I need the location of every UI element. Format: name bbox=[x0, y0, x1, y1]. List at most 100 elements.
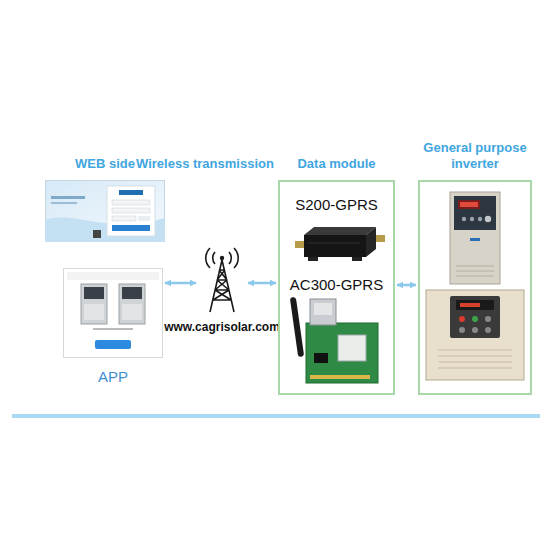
tower-node: www.cagrisolar.com bbox=[198, 246, 246, 334]
drawing-part bbox=[470, 238, 480, 241]
drawing-part bbox=[459, 316, 465, 322]
drawing-part bbox=[462, 217, 466, 221]
inverter-box: General purpose inverter bbox=[418, 140, 532, 395]
drawing-part bbox=[460, 303, 480, 307]
drawing-part bbox=[310, 299, 336, 325]
drawing-part bbox=[64, 269, 163, 358]
double-arrow bbox=[248, 282, 276, 285]
bottom-rule bbox=[12, 414, 540, 418]
drawing-part bbox=[290, 297, 304, 357]
double-arrow bbox=[397, 284, 416, 287]
app-label: APP bbox=[63, 368, 163, 386]
drawing-part bbox=[51, 202, 77, 204]
drawing-part bbox=[308, 257, 318, 261]
drawing-part bbox=[485, 216, 491, 222]
drawing-part bbox=[304, 235, 366, 257]
drawing-part bbox=[119, 284, 145, 324]
drawing-part bbox=[112, 208, 150, 213]
inverter-drawing bbox=[420, 288, 530, 384]
drawing-part bbox=[112, 216, 136, 221]
drawing-part bbox=[119, 190, 143, 195]
gprs-board-device bbox=[280, 293, 393, 388]
double-arrow bbox=[165, 282, 196, 285]
drawing-part bbox=[310, 375, 370, 379]
drawing-part bbox=[456, 300, 494, 310]
drawing-part bbox=[460, 202, 478, 207]
drawing-part bbox=[456, 266, 494, 276]
drawing-part bbox=[93, 328, 133, 330]
drawing-part bbox=[456, 266, 494, 267]
drawing-part bbox=[438, 350, 512, 368]
drawing-part bbox=[295, 241, 304, 248]
drawing-part bbox=[51, 196, 85, 199]
drawing-part bbox=[112, 225, 150, 231]
radio-tower bbox=[198, 246, 246, 314]
drawing-part bbox=[478, 217, 482, 221]
gprs-box-device bbox=[280, 213, 393, 268]
drawing-part bbox=[456, 276, 494, 277]
drawing-part bbox=[438, 361, 512, 362]
illustration bbox=[45, 180, 165, 242]
inverter-drawing bbox=[420, 188, 530, 288]
drawing-part bbox=[306, 323, 378, 383]
drawing-part bbox=[112, 200, 150, 205]
drawing-part bbox=[438, 367, 512, 368]
drawing-part bbox=[95, 340, 131, 349]
illustration bbox=[280, 213, 393, 268]
illustration bbox=[280, 293, 393, 388]
drawing-part bbox=[308, 243, 360, 244]
url-row: www.cagrisolar.com bbox=[198, 320, 246, 334]
drawing-part bbox=[122, 304, 142, 320]
column-heading: General purpose inverter bbox=[410, 140, 540, 172]
module-frame: S200-GPRS AC300-GPRS bbox=[278, 180, 395, 395]
inverter-frame bbox=[418, 180, 532, 395]
drawing-part bbox=[438, 349, 512, 350]
drawing-part bbox=[46, 181, 165, 242]
drawing-part bbox=[67, 272, 159, 280]
drawing-part bbox=[84, 287, 104, 299]
drawing-part bbox=[314, 303, 332, 315]
drawing-part bbox=[81, 284, 107, 324]
drawing-part bbox=[138, 216, 150, 221]
drawing-part bbox=[472, 327, 478, 333]
drawing-part bbox=[122, 287, 142, 299]
drawing-part bbox=[485, 327, 491, 333]
drawing-part bbox=[206, 248, 238, 268]
drawing-part bbox=[470, 217, 474, 221]
drawing-part bbox=[459, 327, 465, 333]
drawing-part bbox=[456, 271, 494, 272]
drawing-part bbox=[454, 196, 496, 230]
illustration bbox=[420, 288, 530, 384]
drawing-part bbox=[84, 304, 104, 320]
drawing-part bbox=[338, 335, 366, 361]
website-url: www.cagrisolar.com bbox=[164, 320, 280, 334]
device-name: AC300-GPRS bbox=[290, 276, 383, 293]
illustration bbox=[63, 268, 163, 358]
drawing-part bbox=[206, 248, 238, 312]
drawing-part bbox=[450, 296, 500, 338]
column-heading: Data module bbox=[278, 156, 395, 172]
column-heading: Wireless transmission bbox=[136, 156, 274, 172]
drawing-part bbox=[107, 186, 155, 236]
drawing-part bbox=[376, 235, 385, 242]
web-screenshot bbox=[45, 180, 165, 242]
drawing-part bbox=[220, 256, 224, 260]
app-panel: APP bbox=[63, 268, 163, 386]
illustration bbox=[420, 188, 530, 288]
drawing-part bbox=[426, 290, 524, 380]
drawing-part bbox=[458, 200, 480, 209]
device-name: S200-GPRS bbox=[295, 196, 378, 213]
drawing-part bbox=[93, 230, 101, 238]
drawing-part bbox=[352, 257, 362, 261]
illustration bbox=[198, 246, 246, 314]
drawing-part bbox=[366, 227, 376, 257]
drawing-part bbox=[450, 192, 500, 284]
module-box: Data moduleS200-GPRS AC300-GPRS bbox=[278, 156, 395, 395]
app-screenshot bbox=[63, 268, 163, 358]
drawing-part bbox=[438, 355, 512, 356]
drawing-part bbox=[314, 353, 328, 363]
drawing-part bbox=[472, 316, 478, 322]
drawing-part bbox=[210, 260, 234, 312]
drawing-part bbox=[304, 227, 376, 235]
